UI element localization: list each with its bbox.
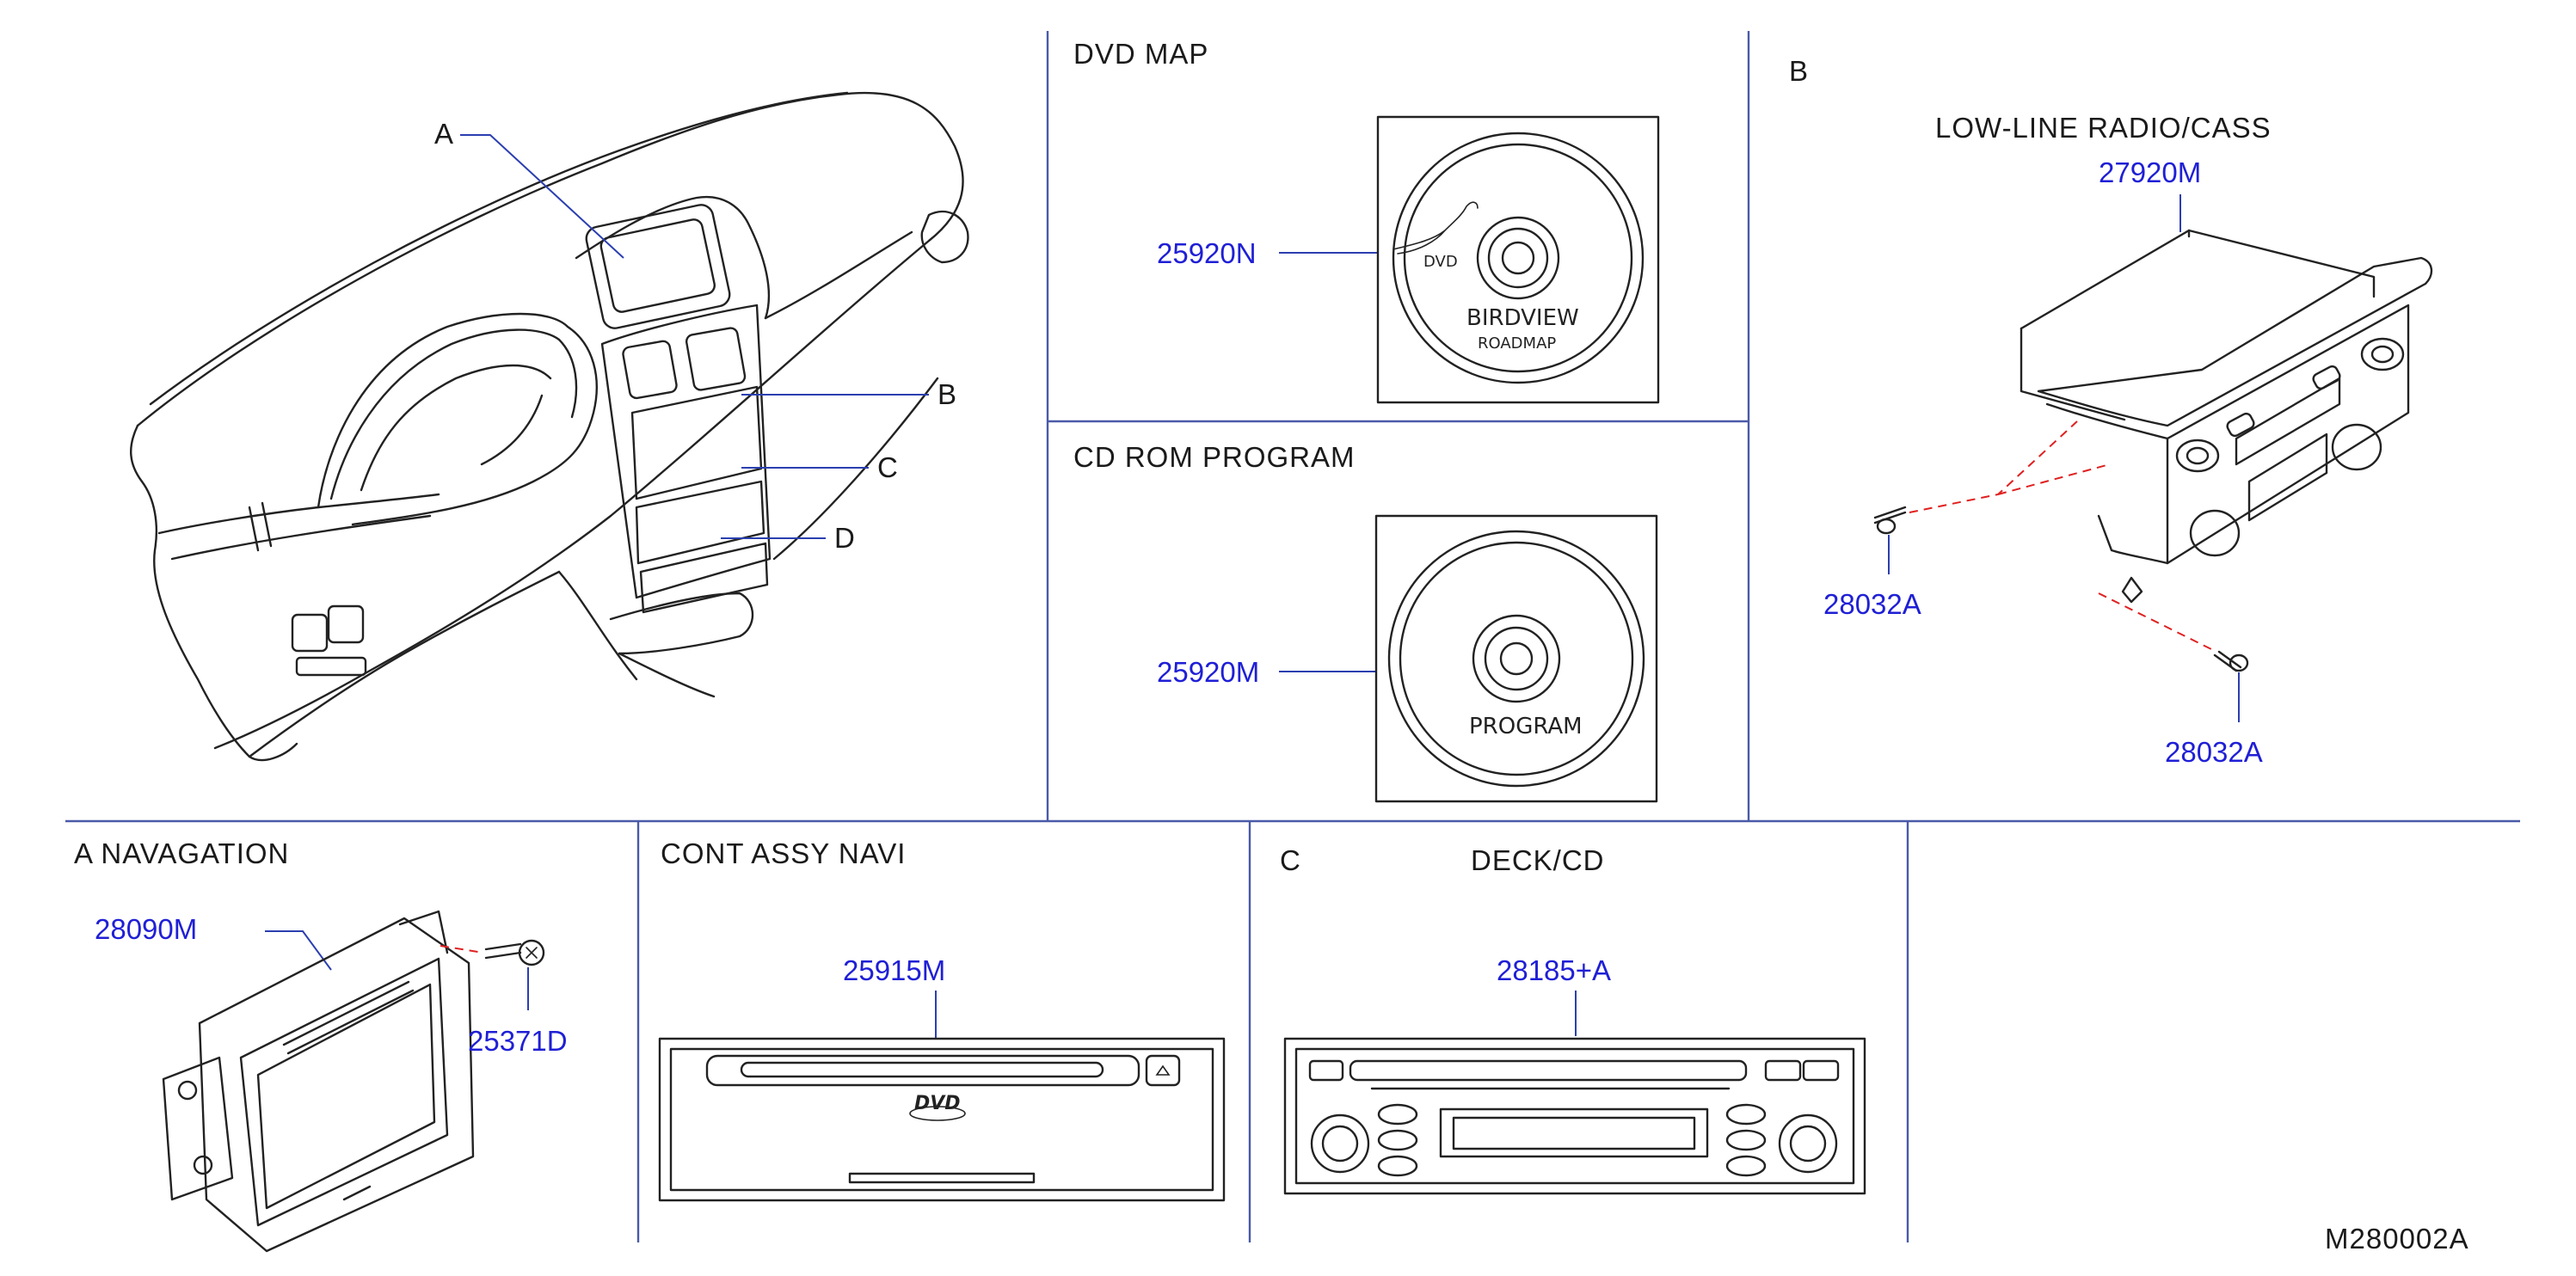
section-title-dvd-map: DVD MAP bbox=[1073, 38, 1208, 70]
eject-button bbox=[1145, 1054, 1181, 1087]
overview-callouts: A B C D bbox=[434, 118, 957, 554]
section-title-cd-rom-program: CD ROM PROGRAM bbox=[1073, 441, 1356, 473]
diagram-id: M280002A bbox=[2325, 1223, 2469, 1255]
section-title-cont-assy-navi: CONT ASSY NAVI bbox=[661, 837, 906, 869]
deck-cd-section: C DECK/CD 28185+A bbox=[1280, 844, 1866, 1195]
radio-chassis bbox=[2020, 229, 2376, 330]
cd-rom-program-section: CD ROM PROGRAM 25920M PROGRAM bbox=[1073, 441, 1658, 803]
cd-rom-disc bbox=[1387, 530, 1645, 788]
nav-display-unit bbox=[198, 917, 475, 1253]
dvd-disc-birdview-text: BIRDVIEW bbox=[1466, 305, 1579, 331]
section-title-low-line-radio: LOW-LINE RADIO/CASS bbox=[1935, 112, 2272, 144]
part-number-28185A: 28185+A bbox=[1497, 954, 1611, 986]
screw-right bbox=[2213, 650, 2249, 672]
part-number-28032A-right: 28032A bbox=[2165, 736, 2263, 768]
dvd-logo: DVD bbox=[914, 1093, 961, 1114]
callout-b: B bbox=[938, 378, 957, 410]
section-title-a-navagation: A NAVAGATION bbox=[74, 837, 289, 869]
deck-cd-unit bbox=[1283, 1037, 1866, 1195]
dvd-map-section: DVD MAP 25920N DVD BIRDVIEW ROADMAP bbox=[1073, 38, 1660, 404]
part-number-25920M: 25920M bbox=[1157, 656, 1259, 688]
dvd-map-disc bbox=[1392, 132, 1645, 384]
cd-rom-program-text: PROGRAM bbox=[1469, 714, 1583, 739]
radio-section: B LOW-LINE RADIO/CASS 27920M bbox=[1789, 55, 2433, 768]
screw-path-left bbox=[1909, 420, 2078, 513]
section-title-deck-cd: DECK/CD bbox=[1471, 844, 1605, 876]
callout-c: C bbox=[877, 451, 899, 483]
part-number-28032A-left: 28032A bbox=[1823, 588, 1921, 620]
navigation-section: A NAVAGATION 28090M 25371D bbox=[74, 837, 568, 1253]
callout-a: A bbox=[434, 118, 454, 150]
navi-controller-section: CONT ASSY NAVI 25915M DVD bbox=[658, 837, 1226, 1202]
part-number-28090M: 28090M bbox=[95, 913, 197, 945]
section-frame bbox=[65, 31, 2520, 1242]
part-number-25371D: 25371D bbox=[468, 1025, 568, 1057]
part-number-25915M: 25915M bbox=[843, 954, 945, 986]
right-knob bbox=[1778, 1113, 1838, 1174]
part-number-27920M: 27920M bbox=[2099, 156, 2201, 188]
section-title-c: C bbox=[1280, 844, 1301, 876]
dvd-disc-dvd-text: DVD bbox=[1423, 253, 1458, 271]
japan-map-icon bbox=[1393, 201, 1479, 255]
screw-left bbox=[1873, 506, 1907, 535]
dvd-map-sleeve bbox=[1376, 115, 1660, 404]
radio-faceplate bbox=[2037, 256, 2433, 427]
dashboard-illustration bbox=[130, 91, 969, 762]
navi-controller-unit bbox=[658, 1037, 1226, 1202]
left-knob bbox=[1310, 1113, 1370, 1174]
section-title-b: B bbox=[1789, 55, 1809, 87]
part-number-25920N: 25920N bbox=[1157, 237, 1257, 269]
callout-d: D bbox=[834, 522, 856, 554]
dvd-disc-roadmap-text: ROADMAP bbox=[1478, 334, 1556, 353]
nav-screw bbox=[484, 939, 545, 966]
cd-rom-sleeve bbox=[1374, 514, 1658, 803]
